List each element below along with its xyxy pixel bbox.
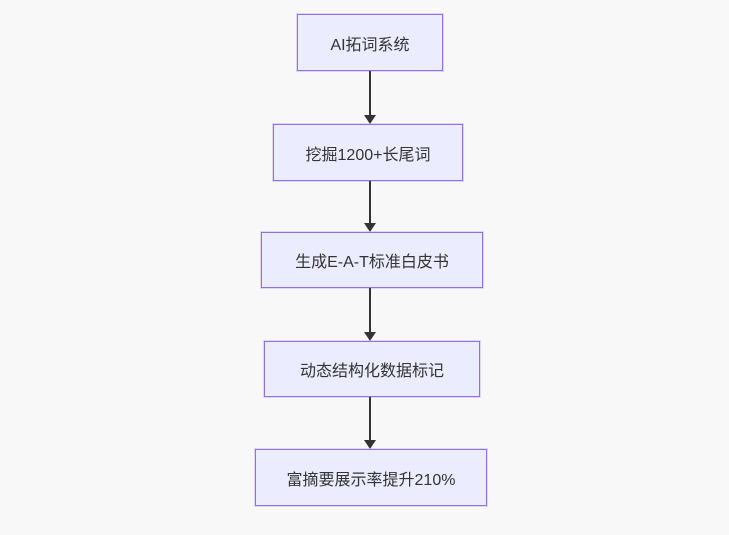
arrow-line bbox=[369, 397, 371, 442]
flow-node-rich-snippet-rate: 富摘要展示率提升210% bbox=[255, 449, 487, 506]
arrow-line bbox=[369, 288, 371, 334]
flow-node-eat-whitepaper: 生成E-A-T标准白皮书 bbox=[261, 232, 483, 288]
flow-node-longtail-keywords: 挖掘1200+长尾词 bbox=[273, 124, 463, 181]
flow-node-ai-word-expansion-system: AI拓词系统 bbox=[297, 14, 443, 71]
arrowhead-icon bbox=[364, 440, 376, 449]
arrow-line bbox=[369, 181, 371, 225]
flow-node-structured-data-markup: 动态结构化数据标记 bbox=[264, 341, 480, 397]
arrow-line bbox=[369, 71, 371, 117]
arrowhead-icon bbox=[364, 223, 376, 232]
arrow-down-3 bbox=[363, 288, 377, 341]
arrow-down-1 bbox=[363, 71, 377, 124]
arrowhead-icon bbox=[364, 332, 376, 341]
arrowhead-icon bbox=[364, 115, 376, 124]
arrow-down-4 bbox=[363, 397, 377, 449]
arrow-down-2 bbox=[363, 181, 377, 232]
